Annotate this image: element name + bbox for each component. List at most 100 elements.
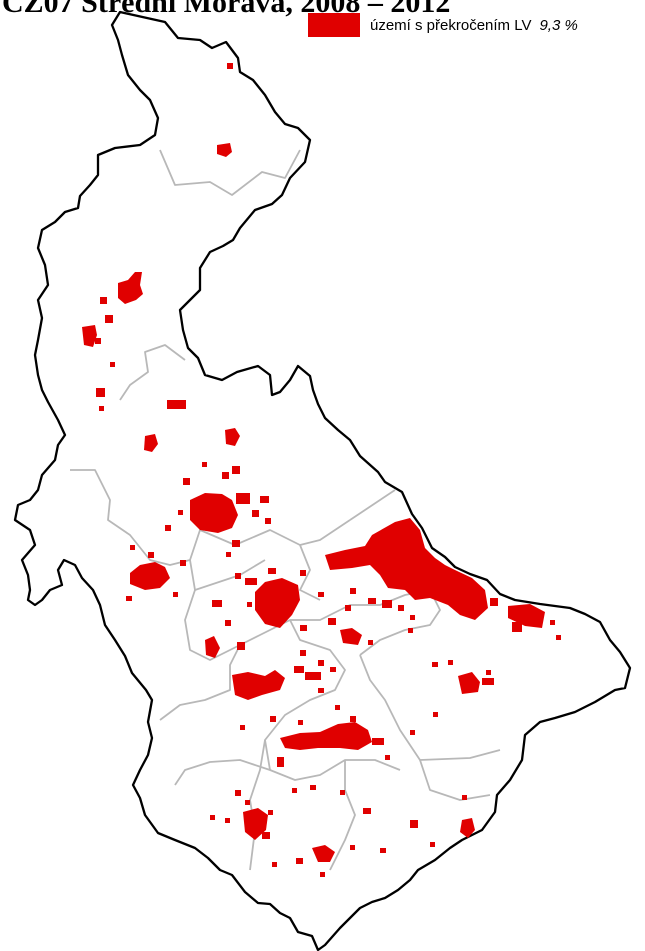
exceedance-cell	[222, 472, 229, 479]
exceedance-cell	[318, 660, 324, 666]
exceedance-cell	[240, 725, 245, 730]
exceedance-area	[340, 628, 362, 645]
exceedance-cell	[380, 848, 386, 853]
exceedance-cell	[268, 568, 276, 574]
exceedance-cell	[490, 598, 498, 606]
exceedance-cell	[305, 672, 321, 680]
exceedance-area	[144, 434, 158, 452]
exceedance-cell	[180, 560, 186, 566]
exceedance-cell	[265, 518, 271, 524]
exceedance-cell	[363, 808, 371, 814]
exceedance-cell	[268, 810, 273, 815]
exceedance-cell	[225, 818, 230, 823]
district-border	[269, 759, 401, 781]
exceedance-cell	[385, 755, 390, 760]
exceedance-cell	[237, 642, 245, 650]
exceedance-area	[280, 722, 372, 750]
exceedance-cell	[318, 688, 324, 693]
exceedance-cell	[252, 510, 259, 517]
exceedance-cell	[126, 596, 132, 601]
exceedance-cell	[296, 858, 303, 864]
legend-label: území s překročením LV	[370, 16, 532, 34]
exceedance-cell	[110, 362, 115, 367]
exceedance-cell	[410, 615, 415, 620]
exceedance-cell	[298, 720, 303, 725]
exceedance-cell	[430, 842, 435, 847]
exceedance-cell	[245, 800, 250, 805]
exceedance-cell	[320, 872, 325, 877]
exceedance-cell	[245, 578, 257, 585]
exceedance-cell	[368, 640, 373, 645]
exceedance-cell	[433, 712, 438, 717]
exceedance-cell	[382, 600, 392, 608]
exceedance-cell	[350, 845, 355, 850]
exceedance-cell	[398, 605, 404, 611]
exceedance-cell	[130, 545, 135, 550]
district-border	[184, 559, 431, 661]
exceedance-cell	[148, 552, 154, 558]
exceedance-cell	[340, 790, 345, 795]
exceedance-cell	[335, 705, 340, 710]
exceedance-cell	[300, 570, 306, 576]
exceedance-area	[118, 272, 143, 304]
exceedance-cell	[294, 666, 304, 673]
exceedance-area	[190, 493, 238, 533]
exceedance-cell	[368, 598, 376, 604]
exceedance-cell	[227, 63, 233, 69]
exceedance-cell	[270, 716, 276, 722]
exceedance-cell	[410, 730, 415, 735]
exceedance-area	[255, 578, 300, 628]
exceedance-cell	[178, 510, 183, 515]
region-border	[13, 10, 632, 951]
exceedance-areas	[82, 63, 561, 877]
district-borders	[70, 149, 501, 871]
exceedance-area	[205, 636, 220, 658]
exceedance-cell	[202, 462, 207, 467]
exceedance-cell	[183, 478, 190, 485]
exceedance-cell	[173, 592, 178, 597]
exceedance-area	[82, 325, 97, 347]
exceedance-cell	[226, 552, 231, 557]
exceedance-cell	[210, 815, 215, 820]
exceedance-cell	[167, 400, 186, 409]
exceedance-cell	[232, 540, 240, 547]
exceedance-cell	[350, 716, 356, 722]
exceedance-area	[225, 428, 240, 446]
exceedance-cell	[292, 788, 297, 793]
exceedance-cell	[318, 592, 324, 597]
exceedance-cell	[482, 678, 494, 685]
exceedance-cell	[232, 466, 240, 474]
legend-swatch-exceedance	[308, 13, 360, 37]
district-border	[119, 344, 186, 401]
exceedance-cell	[486, 670, 491, 675]
legend: území s překročením LV 9,3 %	[308, 12, 578, 38]
exceedance-cell	[550, 620, 555, 625]
exceedance-cell	[272, 862, 277, 867]
legend-value: 9,3 %	[539, 16, 578, 34]
exceedance-cell	[512, 622, 522, 632]
exceedance-area	[232, 670, 285, 700]
exceedance-cell	[330, 667, 336, 672]
district-border	[299, 544, 321, 601]
exceedance-cell	[235, 790, 241, 796]
district-border	[349, 489, 396, 521]
exceedance-cell	[462, 795, 467, 800]
exceedance-cell	[277, 757, 284, 767]
exceedance-area	[312, 845, 335, 862]
exceedance-cell	[448, 660, 453, 665]
exceedance-cell	[408, 628, 413, 633]
district-border	[249, 739, 266, 871]
district-border	[159, 644, 241, 721]
exceedance-cell	[225, 620, 231, 626]
exceedance-cell	[105, 315, 113, 323]
exceedance-cell	[432, 662, 438, 667]
district-border	[70, 469, 191, 566]
exceedance-cell	[556, 635, 561, 640]
exceedance-cell	[300, 625, 307, 631]
exceedance-area	[460, 818, 475, 838]
district-border	[359, 589, 441, 656]
district-border	[329, 760, 356, 871]
exceedance-cell	[99, 406, 104, 411]
district-border	[174, 619, 346, 786]
